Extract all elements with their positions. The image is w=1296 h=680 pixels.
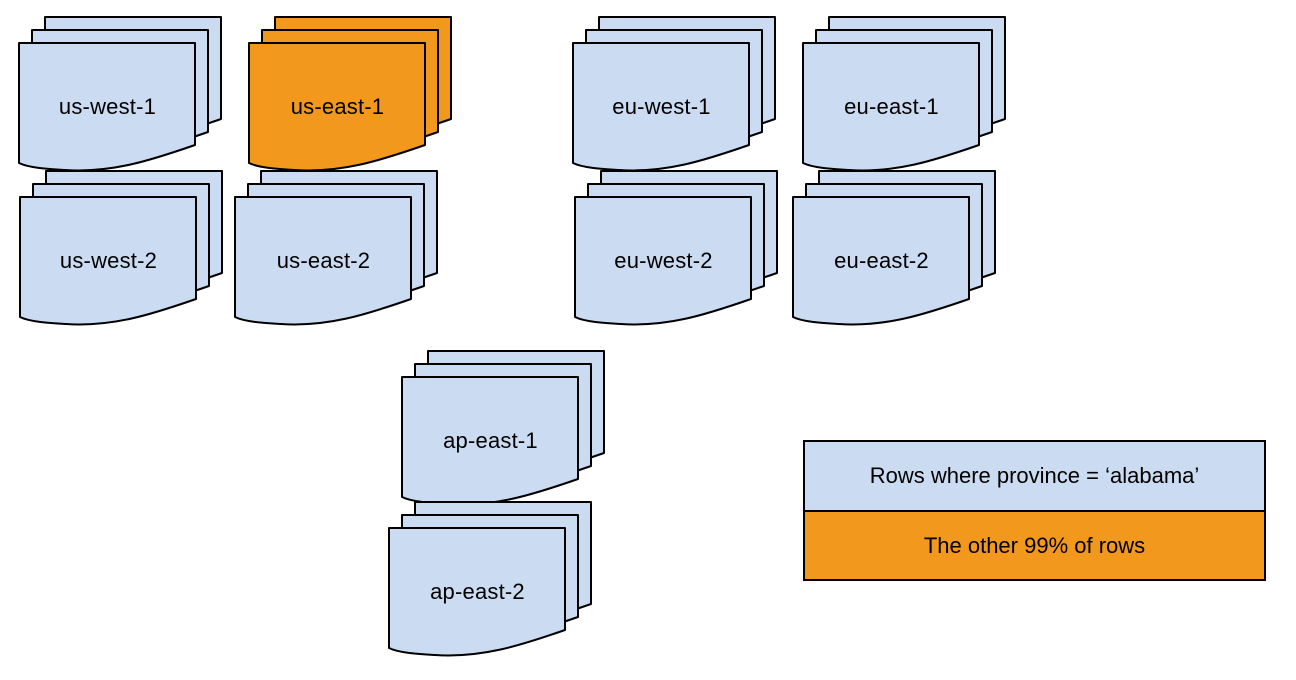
region-label-ap-east-2: ap-east-2: [430, 578, 525, 604]
document-sheet-front: [19, 196, 197, 326]
document-stack-icon: [19, 170, 223, 326]
document-stack-icon: [388, 501, 592, 657]
region-label-us-west-1: us-west-1: [58, 93, 157, 119]
region-stack-eu-west-2: eu-west-2: [574, 170, 779, 327]
region-label-us-east-1: us-east-1: [290, 93, 385, 119]
region-stack-ap-east-1: ap-east-1: [401, 350, 606, 507]
region-label-us-east-2: us-east-2: [276, 247, 371, 273]
region-label-us-west-2: us-west-2: [59, 247, 158, 273]
document-stack-icon: [792, 170, 996, 326]
region-stack-eu-east-1: eu-east-1: [802, 16, 1007, 173]
region-stack-eu-west-1: eu-west-1: [572, 16, 777, 173]
legend-item-other-rows: The other 99% of rows: [803, 510, 1266, 581]
legend-item-alabama-rows: Rows where province = ‘alabama’: [803, 440, 1266, 512]
document-sheet-front: [234, 196, 412, 326]
legend: Rows where province = ‘alabama’ The othe…: [803, 440, 1266, 581]
region-label-eu-east-1: eu-east-1: [844, 93, 939, 119]
document-sheet-front: [574, 196, 752, 326]
region-label-eu-east-2: eu-east-2: [834, 247, 929, 273]
region-stack-us-west-2: us-west-2: [19, 170, 224, 327]
document-stack-icon: [248, 16, 452, 172]
document-stack-icon: [234, 170, 438, 326]
region-stack-us-east-2: us-east-2: [234, 170, 439, 327]
legend-item-other-label: The other 99% of rows: [923, 532, 1146, 558]
region-stack-eu-east-2: eu-east-2: [792, 170, 997, 327]
region-label-eu-west-2: eu-west-2: [614, 247, 713, 273]
document-stack-icon: [802, 16, 1006, 172]
document-stack-icon: [572, 16, 776, 172]
document-sheet-front: [792, 196, 970, 326]
region-label-eu-west-1: eu-west-1: [612, 93, 711, 119]
legend-item-alabama-label: Rows where province = ‘alabama’: [869, 463, 1200, 488]
region-stack-us-east-1: us-east-1: [248, 16, 453, 173]
document-sheet-front: [388, 527, 566, 657]
document-stack-icon: [401, 350, 605, 506]
document-stack-icon: [18, 16, 222, 172]
document-stack-icon: [574, 170, 778, 326]
region-stack-us-west-1: us-west-1: [18, 16, 223, 173]
region-stack-ap-east-2: ap-east-2: [388, 501, 593, 658]
region-label-ap-east-1: ap-east-1: [443, 427, 538, 453]
